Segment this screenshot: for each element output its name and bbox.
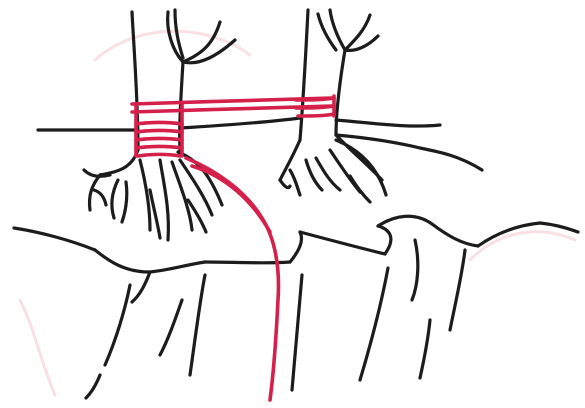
left-trunk-wrap-5 (138, 155, 180, 157)
ridge-lines (38, 118, 482, 170)
left-trunk-wrap-3 (136, 139, 182, 141)
left-trunk-wrap-1 (136, 123, 182, 125)
right-trunk-wrap-2 (296, 106, 334, 108)
left-trunk-wrap-4 (136, 147, 182, 149)
right-trunk-wrap-1 (296, 98, 334, 100)
red-cord (132, 96, 334, 400)
right-trunk-wrap-3 (298, 114, 334, 116)
left-trunk-wrap-2 (136, 131, 182, 133)
